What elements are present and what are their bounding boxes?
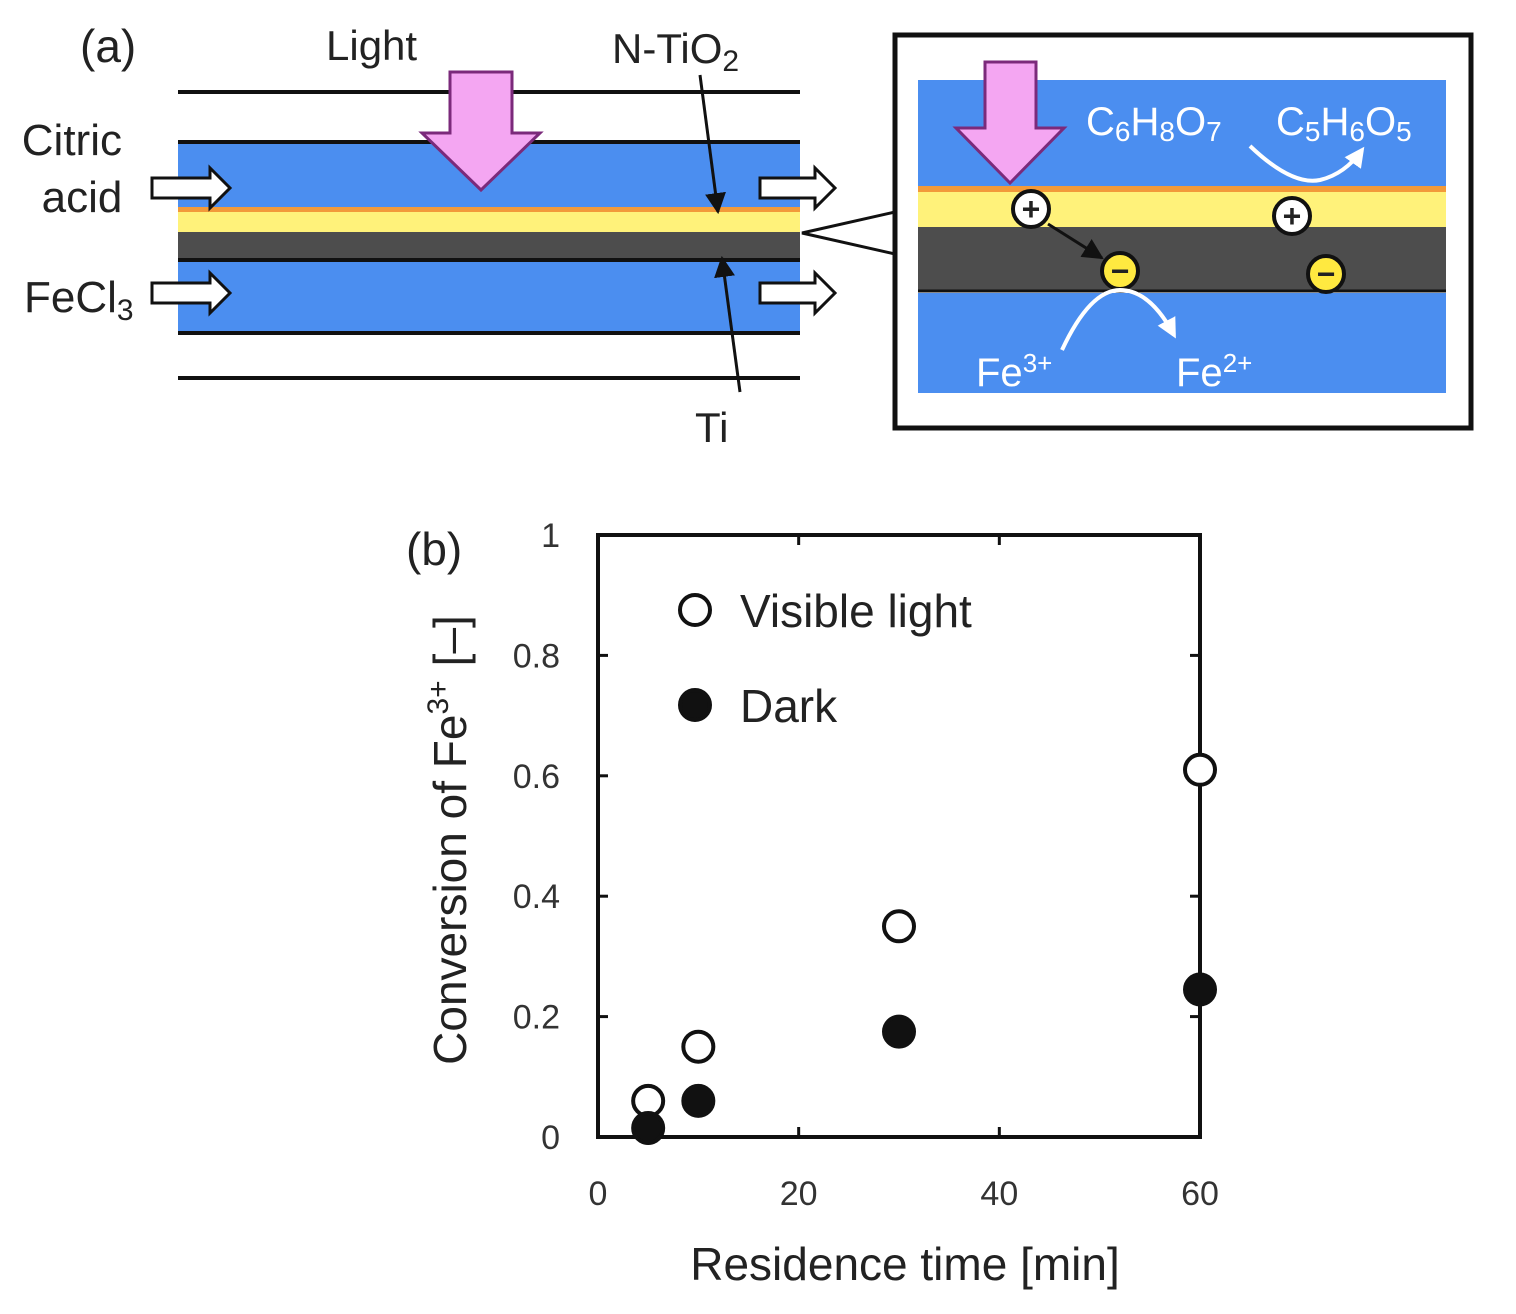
- fecl3-sub: 3: [117, 294, 134, 327]
- electron-sign: −: [1317, 256, 1336, 292]
- formula-sub: 7: [1206, 116, 1222, 147]
- inlet-arrow-icon: [150, 164, 233, 212]
- outlet-arrow-icon: [758, 164, 838, 212]
- reduction-arrow: [1060, 287, 1176, 351]
- legend-marker-dark: [678, 688, 712, 722]
- formula-part: C: [1276, 100, 1305, 144]
- data-point-visible-light: [882, 909, 916, 944]
- charge-transfer-arrow: [1047, 222, 1104, 260]
- y-tick-label: 0: [541, 1119, 560, 1157]
- data-point-dark: [631, 1110, 666, 1145]
- light-arrow-icon: [418, 70, 544, 193]
- inset-lower-liquid: [918, 293, 1446, 393]
- fe2-sup: 2+: [1223, 348, 1253, 378]
- panel-b: (b) 0 20 40 60 0 0.2 0.4 0.6 0.8 1 Residence tim…: [406, 517, 1219, 1290]
- x-tick-label: 60: [1181, 1175, 1219, 1213]
- inset-ti-layer: [918, 227, 1446, 291]
- y-tick-label: 1: [541, 517, 560, 555]
- product-formula: C5H6O5: [1276, 100, 1412, 147]
- hole-sign: +: [1283, 198, 1302, 234]
- fe3-label: Fe3+: [976, 348, 1052, 395]
- data-point-visible-light: [1183, 752, 1217, 787]
- y-axis-label: Conversion of Fe3+ [–]: [422, 615, 476, 1065]
- ti-layer: [178, 232, 800, 259]
- y-tick-label: 0.2: [513, 999, 560, 1037]
- legend-label-visible-light: Visible light: [740, 585, 972, 637]
- y-tick-label: 0.8: [513, 637, 560, 675]
- citric-acid-line2: acid: [42, 173, 123, 222]
- fe2-label: Fe2+: [1176, 348, 1252, 395]
- hole-icon: [1272, 196, 1312, 236]
- x-axis-label: Residence time [min]: [690, 1238, 1120, 1290]
- plot-frame: [596, 533, 1202, 1139]
- citric-acid-line1: Citric: [22, 116, 122, 165]
- data-points: [631, 752, 1217, 1145]
- formula-sub: 6: [1349, 116, 1365, 147]
- ti-label: Ti: [695, 404, 728, 451]
- inlet-arrow-icon: [150, 269, 233, 317]
- fe3-main: Fe: [976, 351, 1023, 395]
- panel-b-label: (b): [406, 523, 462, 575]
- y-tick-label: 0.6: [513, 758, 560, 796]
- fe2-main: Fe: [1176, 351, 1223, 395]
- interface-line: [178, 207, 800, 212]
- mechanism-inset: + + − − C6H8O7 C5H6O5 Fe3+ Fe2+: [892, 32, 1474, 431]
- electron-sign: −: [1111, 253, 1130, 289]
- hole-sign: +: [1022, 191, 1041, 227]
- n-tio2-label: N-TiO2: [612, 25, 739, 78]
- fe3-sup: 3+: [1023, 348, 1053, 378]
- y-axis-label-unit: [–]: [424, 615, 476, 666]
- inset-interface-line: [918, 186, 1446, 192]
- light-label: Light: [326, 22, 417, 69]
- formula-part: O: [1175, 100, 1206, 144]
- oxidation-arrow: [1248, 144, 1365, 183]
- citric-acid-label: Citric acid: [22, 116, 134, 222]
- ti-pointer: [714, 255, 742, 393]
- inset-light-arrow-icon: [952, 60, 1068, 186]
- y-tick-label: 0.4: [513, 878, 560, 916]
- y-axis-label-main: Conversion of Fe: [424, 715, 476, 1065]
- x-axis: 0 20 40 60: [589, 535, 1219, 1213]
- formula-sub: 5: [1396, 116, 1412, 147]
- x-tick-label: 20: [780, 1175, 818, 1213]
- data-point-dark: [681, 1083, 716, 1118]
- formula-sub: 8: [1159, 116, 1175, 147]
- n-tio2-pointer: [698, 74, 726, 215]
- n-tio2-layer: [178, 212, 800, 232]
- outlet-arrow-icon: [758, 269, 838, 317]
- fecl3-label: FeCl3: [24, 273, 134, 327]
- y-axis-label-sup: 3+: [422, 680, 455, 714]
- x-tick-label: 40: [980, 1175, 1018, 1213]
- formula-part: H: [1320, 100, 1349, 144]
- legend-label-dark: Dark: [740, 680, 838, 732]
- y-axis: 0 0.2 0.4 0.6 0.8 1: [513, 517, 1200, 1157]
- formula-part: O: [1365, 100, 1396, 144]
- panel-a: (a) Light Citric acid: [22, 20, 1474, 451]
- formula-part: H: [1130, 100, 1159, 144]
- citric-acid-formula: C6H8O7: [1086, 100, 1222, 147]
- n-tio2-sub: 2: [722, 45, 739, 78]
- x-tick-label: 0: [589, 1175, 608, 1213]
- legend: Visible light Dark: [678, 585, 972, 732]
- data-point-dark: [1183, 972, 1217, 1007]
- legend-marker-visible-light: [678, 593, 712, 627]
- panel-a-label: (a): [80, 20, 136, 72]
- lower-liquid-channel: [178, 262, 800, 332]
- n-tio2-main: N-TiO: [612, 25, 722, 72]
- data-point-visible-light: [681, 1029, 716, 1064]
- reactor-diagram: Light Citric acid FeCl3 N-TiO2 Ti: [22, 22, 896, 451]
- electron-icon: [1306, 254, 1346, 294]
- zoom-connector: [801, 210, 896, 256]
- inset-n-tio2-layer: [918, 192, 1446, 227]
- formula-part: C: [1086, 100, 1115, 144]
- data-point-dark: [882, 1014, 916, 1049]
- formula-sub: 6: [1115, 116, 1131, 147]
- formula-sub: 5: [1305, 116, 1321, 147]
- fecl3-main: FeCl: [24, 273, 117, 322]
- hole-icon: [1011, 189, 1051, 229]
